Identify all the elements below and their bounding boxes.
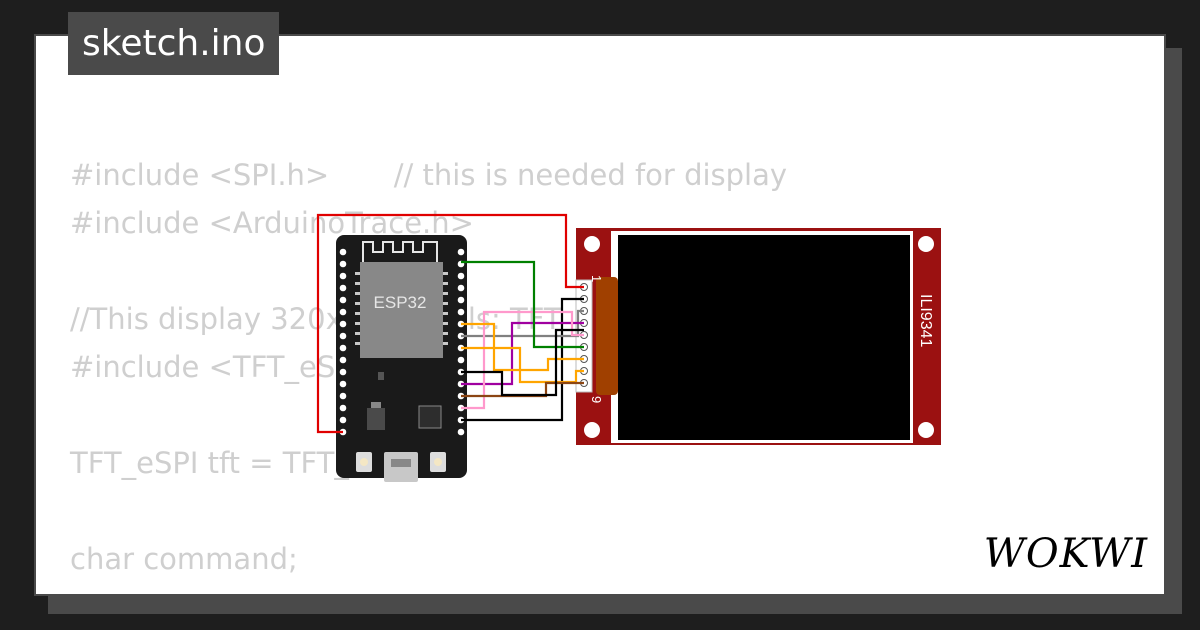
code-line-2: #include <ArduinoTrace.h>: [70, 206, 474, 240]
reset-button-icon[interactable]: [430, 452, 446, 472]
led-icon: [378, 372, 384, 380]
wire-violet: [461, 321, 584, 386]
usb-chip-icon: [418, 405, 442, 429]
usb-port-icon: [384, 452, 418, 482]
esp32-chip: [360, 262, 443, 358]
sketch-title[interactable]: sketch.ino: [68, 12, 280, 75]
wire-red: [316, 213, 584, 434]
voltage-regulator-icon: [367, 402, 385, 430]
wire-black-2: [461, 328, 584, 397]
mount-hole-bl: [584, 422, 600, 438]
wire-green: [461, 260, 584, 349]
esp32-board[interactable]: ESP32: [336, 235, 467, 482]
mount-hole-tl: [584, 236, 600, 252]
wokwi-logo: WOKWI: [984, 531, 1148, 577]
display-screen: [618, 235, 910, 440]
wire-orange-2: [461, 346, 584, 384]
pin-label-first: 1: [589, 275, 604, 282]
wires: [316, 213, 584, 434]
wire-pink: [461, 310, 584, 410]
esp32-label: ESP32: [374, 293, 427, 312]
boot-button-icon[interactable]: [356, 452, 372, 472]
flex-cable: [596, 277, 618, 395]
ili9341-display[interactable]: 1 9 ILI9341: [575, 228, 941, 445]
pin-label-last: 9: [589, 396, 604, 403]
code-line-1: #include <SPI.h> // this is needed for d…: [70, 158, 788, 192]
mount-hole-tr: [918, 236, 934, 252]
esp32-left-pins: [339, 248, 347, 436]
antenna-icon: [362, 241, 438, 262]
chip-pads-icon: [355, 272, 448, 345]
display-model-label: ILI9341: [917, 294, 934, 347]
code-line-9: char command;: [70, 542, 298, 576]
mount-hole-br: [918, 422, 934, 438]
